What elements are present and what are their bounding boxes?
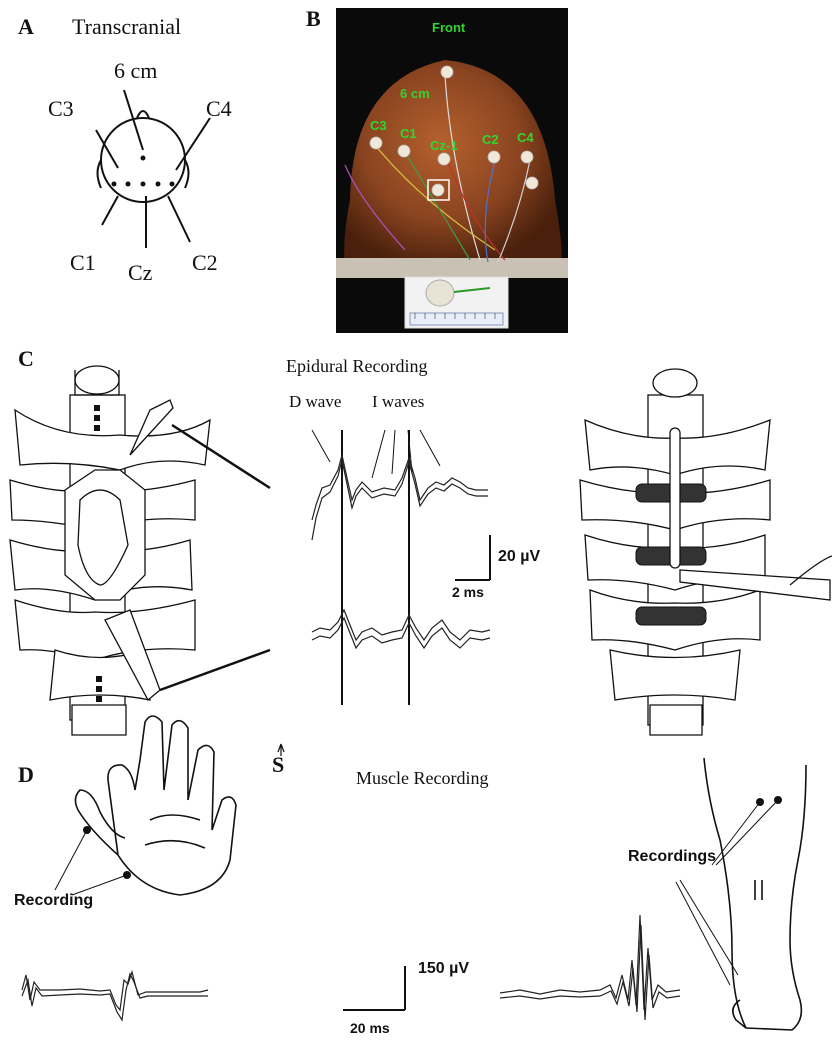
scale-bar-epidural <box>455 535 490 580</box>
emg-trace-leg <box>500 915 680 1020</box>
emg-trace-hand <box>22 972 208 1020</box>
panel-a-title: Transcranial <box>72 14 181 40</box>
panel-c-title: Epidural Recording <box>286 356 427 377</box>
head-diagram <box>96 90 210 248</box>
connector-bottom <box>160 650 270 690</box>
epidural-trace-top <box>312 455 488 540</box>
wave-annotation-lines <box>312 430 440 478</box>
label-c1: C1 <box>70 250 96 276</box>
hand-recording-label: Recording <box>14 892 93 910</box>
epidural-scale-voltage: 20 µV <box>498 548 540 566</box>
photo-label-c2: C2 <box>482 132 499 147</box>
panel-d-letter: D <box>18 762 34 788</box>
label-c3: C3 <box>48 96 74 122</box>
stimulus-markers <box>342 430 409 705</box>
stimulus-label: S <box>272 752 284 778</box>
leg-recording-markers <box>676 796 782 985</box>
photo-label-cz1: Cz-1 <box>430 138 457 153</box>
photo-label-c4: C4 <box>517 130 534 145</box>
scale-bar-muscle <box>343 966 405 1010</box>
spine-left <box>10 366 210 735</box>
d-wave-label: D wave <box>289 392 341 412</box>
i-waves-label: I waves <box>372 392 424 412</box>
photo-label-c1: C1 <box>400 126 417 141</box>
photo-label-c3: C3 <box>370 118 387 133</box>
scalp-photo <box>336 8 568 333</box>
panel-c-letter: C <box>18 346 34 372</box>
epidural-scale-time: 2 ms <box>452 584 484 600</box>
leg-drawing <box>704 758 806 1030</box>
leg-recordings-label: Recordings <box>628 848 716 866</box>
panel-b-letter: B <box>306 6 321 32</box>
label-c2: C2 <box>192 250 218 276</box>
electrode-strip-top <box>94 405 100 431</box>
panel-a-letter: A <box>18 14 34 40</box>
photo-label-6cm: 6 cm <box>400 86 430 101</box>
hand-drawing <box>75 716 236 895</box>
photo-front-label: Front <box>432 20 465 35</box>
muscle-scale-time: 20 ms <box>350 1020 390 1036</box>
muscle-scale-voltage: 150 µV <box>418 960 469 978</box>
label-cz: Cz <box>128 260 152 286</box>
label-c4: C4 <box>206 96 232 122</box>
electrode-strip-bottom <box>96 676 102 702</box>
electrode-dots <box>112 156 175 187</box>
label-6cm: 6 cm <box>114 58 157 84</box>
epidural-trace-bottom <box>312 610 490 648</box>
panel-d-title: Muscle Recording <box>356 768 488 789</box>
